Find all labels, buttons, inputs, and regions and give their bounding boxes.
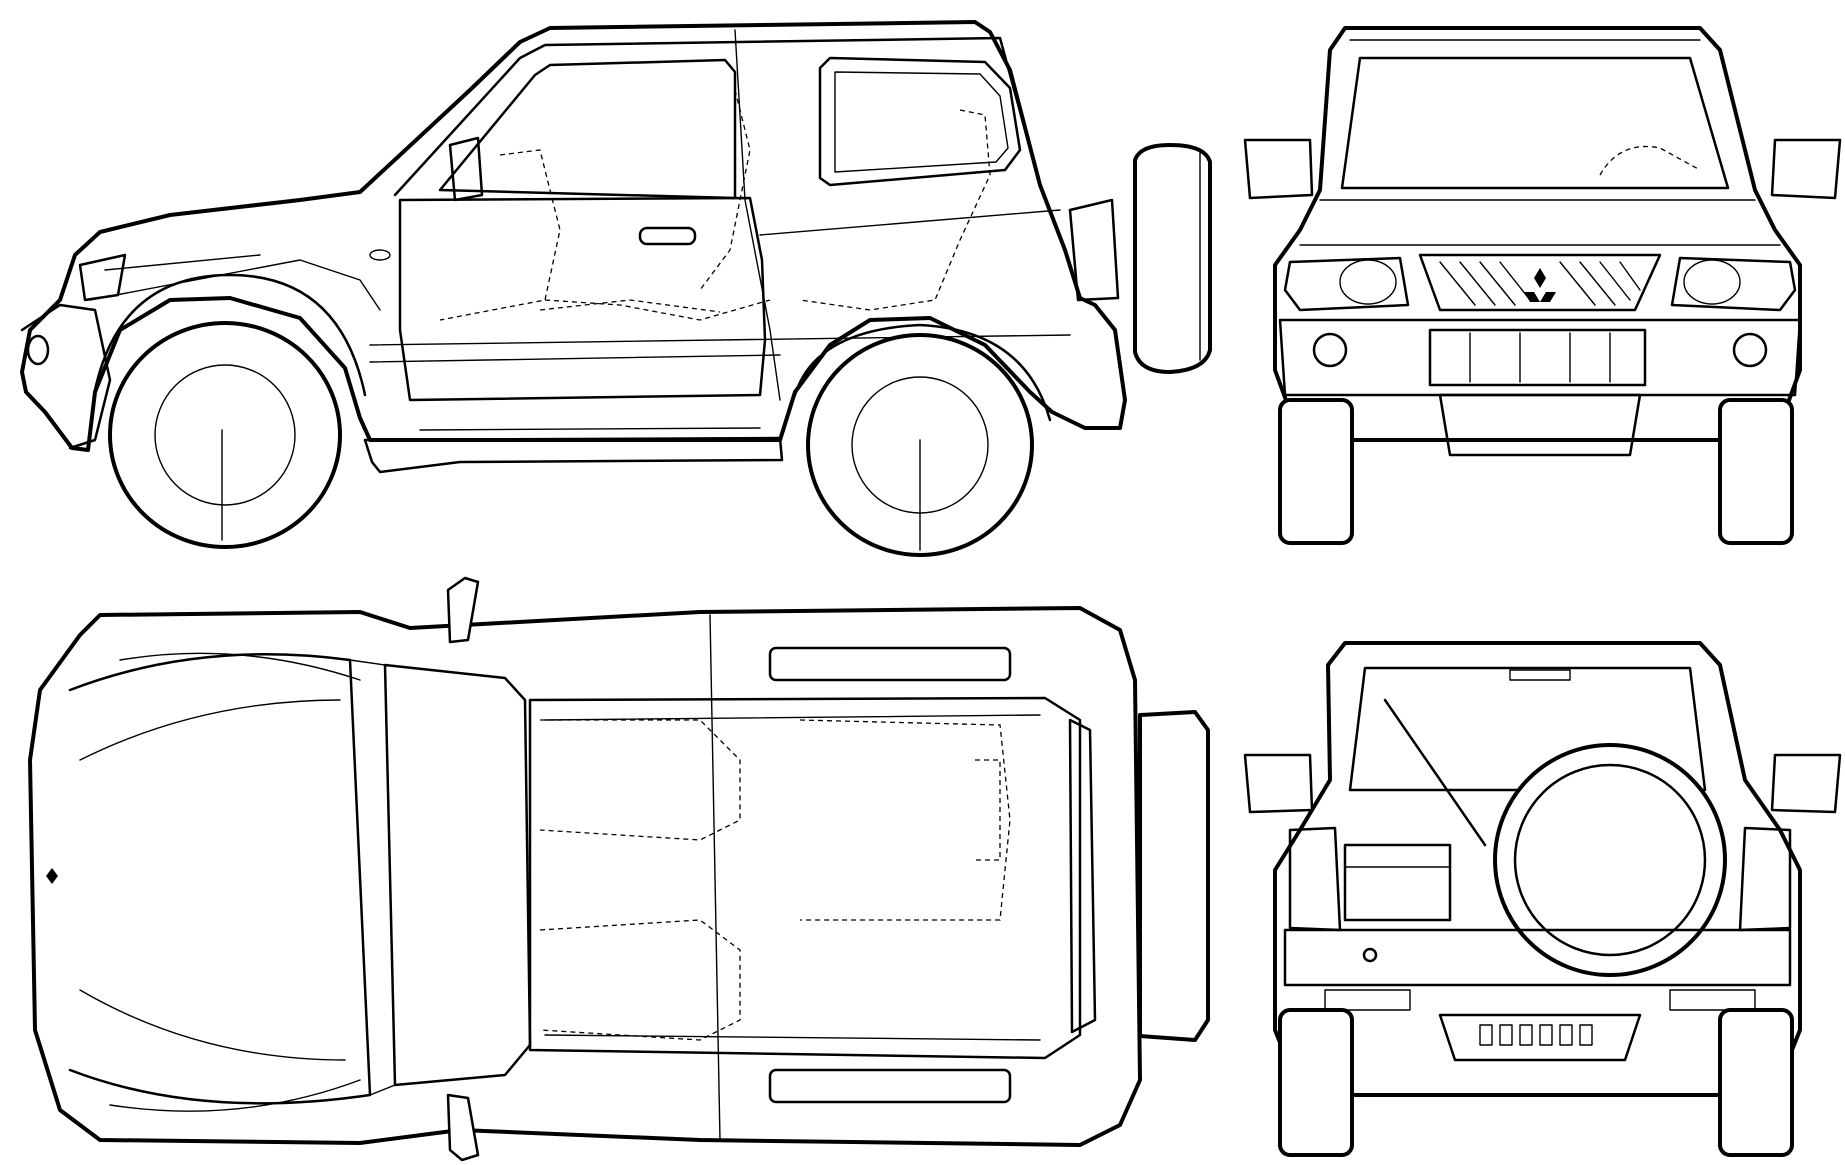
front-windshield [1340, 56, 1730, 190]
side-marker-lamp [369, 249, 391, 261]
rear-glass [1348, 666, 1707, 792]
rear-skid-slots [1479, 1024, 1593, 1046]
top-upper-mirror [446, 576, 480, 644]
rear-plate-area [1343, 843, 1452, 922]
side-fog-lamp [26, 334, 50, 366]
front-right-headlight [1670, 256, 1797, 312]
side-front-arch [93, 273, 367, 397]
rear-left-mirror [1243, 753, 1314, 814]
front-bumper [1278, 318, 1802, 397]
top-upper-window [768, 646, 1012, 682]
rear-right-tail-lamp [1738, 826, 1792, 932]
front-grille [1418, 253, 1662, 312]
front-body-outline [1273, 26, 1802, 442]
side-tail-lamp [1068, 198, 1120, 302]
three-diamond-emblem-icon [1524, 268, 1556, 302]
top-roof [528, 696, 1082, 1060]
top-emblem-icon [46, 868, 58, 884]
rear-brake-light [1509, 669, 1571, 681]
front-left-mirror [1243, 138, 1314, 200]
side-spare-wheel [1133, 143, 1212, 374]
front-left-tire [1278, 398, 1354, 545]
side-door-outline [398, 196, 767, 402]
top-lower-window [768, 1068, 1012, 1104]
side-greenhouse [393, 36, 1042, 197]
top-seats-dashed [539, 719, 1011, 1041]
rear-left-tire [1278, 1008, 1354, 1157]
front-right-tire [1718, 398, 1794, 545]
top-spare-wheel [1138, 710, 1210, 1042]
rear-spare-wheel [1493, 743, 1727, 977]
side-mirror [448, 136, 484, 202]
side-interior-dashed [439, 89, 991, 321]
rear-right-mirror [1770, 753, 1842, 814]
front-grille-slats [1439, 261, 1641, 306]
rear-skid-plate [1438, 1013, 1642, 1062]
front-right-mirror [1770, 138, 1842, 200]
front-right-fog-lamp [1732, 332, 1768, 368]
rear-right-tire [1718, 1008, 1794, 1157]
side-view [20, 20, 1212, 557]
front-left-headlight [1283, 256, 1410, 312]
side-front-bumper [20, 303, 112, 450]
side-rear-arch [793, 323, 1052, 422]
side-rear-wheel [806, 333, 1034, 557]
top-lower-mirror [446, 1093, 480, 1162]
top-windshield [383, 663, 532, 1087]
side-door-handle [638, 226, 697, 246]
side-step [363, 436, 784, 474]
side-front-wheel [108, 321, 342, 549]
side-front-window [438, 58, 737, 200]
rear-view [1243, 641, 1842, 1157]
rear-wiper [1383, 698, 1487, 847]
rear-left-tail-lamp [1288, 826, 1342, 932]
side-headlight [78, 253, 127, 302]
front-skid-plate [1438, 393, 1642, 457]
side-rear-window [818, 56, 1022, 187]
top-hood [68, 653, 372, 1105]
front-view [1243, 26, 1842, 545]
side-body-outline [20, 20, 1127, 452]
front-lower-grille [1428, 328, 1647, 387]
top-rear-window [1068, 718, 1097, 1034]
top-body-outline [28, 606, 1142, 1147]
front-left-fog-lamp [1312, 332, 1348, 368]
top-view [28, 576, 1210, 1162]
rear-bumper [1283, 928, 1792, 987]
